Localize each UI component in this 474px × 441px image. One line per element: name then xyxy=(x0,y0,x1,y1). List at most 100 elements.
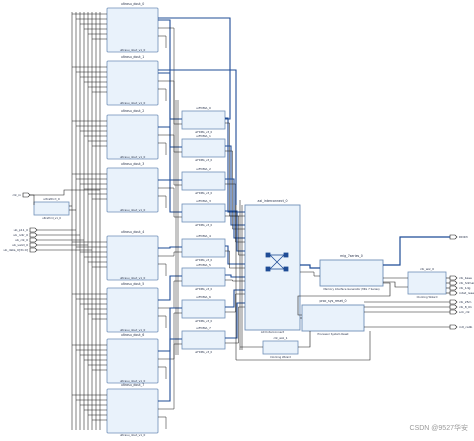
port-clk-base[interactable]: clk_base xyxy=(449,275,472,281)
wire-dma-misc xyxy=(158,142,167,155)
block-ultrasu-dout-1[interactable]: ultrasu_dout_1 ultrasu_dout_v1_0 xyxy=(106,55,159,106)
block-title: mig_7series_0 xyxy=(340,254,363,258)
block-uifdma-7[interactable]: uiFDMA_7 uiFDMA_v3_0 xyxy=(181,326,226,354)
wire-dma-misc xyxy=(158,315,167,328)
block-ultrasu-dout-5[interactable]: ultrasu_dout_5 ultrasu_dout_v1_0 xyxy=(106,282,159,333)
block-title: clk_wiz_0 xyxy=(420,267,434,271)
port-clk-hdmain[interactable]: clk_hdmain xyxy=(449,280,474,286)
port-ddr3[interactable]: DDR3 xyxy=(449,234,468,240)
svg-text:clk_8_01: clk_8_01 xyxy=(459,305,472,309)
block-title: axi_interconnect_0 xyxy=(257,199,287,203)
block-clk-wiz-1[interactable]: clk_wiz_1 Clocking Wizard xyxy=(262,336,299,359)
wire-dma-misc xyxy=(158,366,167,379)
wire-clk-in xyxy=(30,189,100,196)
block-title: ultrasu_dout_1 xyxy=(121,55,145,59)
block-proc-sys-reset[interactable]: proc_sys_reset_0 Processor System Reset xyxy=(301,299,365,336)
block-ultrasu-dout-6[interactable]: ultrasu_dout_6 ultrasu_dout_v1_0 xyxy=(106,333,159,384)
block-caption: ultrathrd_v1_0 xyxy=(42,216,61,220)
block-caption: uiFDMA_v3_0 xyxy=(195,350,213,354)
port-clk-8-01[interactable]: clk_8_01 xyxy=(449,304,472,310)
block-caption: uiFDMA_v3_0 xyxy=(195,223,213,227)
port-rotat-resetn[interactable]: rotat_resetn xyxy=(449,290,474,296)
block-caption: ultrasu_dout_v1_0 xyxy=(120,208,146,212)
port-ub-clk[interactable]: ub_clk_0 xyxy=(15,237,38,243)
wire-dma-misc xyxy=(158,263,167,276)
block-ultrasu-dout-2[interactable]: ultrasu_dout_2 ultrasu_dout_v1_0 xyxy=(106,109,159,160)
bus-fifo-to-axi xyxy=(225,145,245,226)
block-mig-7series[interactable]: mig_7series_0 Memory Interface Generator… xyxy=(319,254,384,291)
bus-fifo-to-axi xyxy=(225,274,245,278)
block-ultrasu-dout-0[interactable]: ultrasu_dout_0 ultrasu_dout_v1_0 xyxy=(106,2,159,53)
block-ultrasu-dout-7[interactable]: ultrasu_dout_7 ultrasu_dout_v1_0 xyxy=(106,383,159,437)
svg-text:DDR3: DDR3 xyxy=(459,235,468,239)
block-caption: AXI Interconnect xyxy=(261,330,285,334)
block-caption: ultrasu_dout_v1_0 xyxy=(120,433,146,437)
block-uifdma-0[interactable]: uiFDMA_0 uiFDMA_v3_0 xyxy=(181,106,226,134)
svg-text:ub_valid_0: ub_valid_0 xyxy=(12,243,28,247)
wire-mig-to-clk xyxy=(383,281,408,288)
svg-text:ub_clk_0: ub_clk_0 xyxy=(15,238,28,242)
crossbar-icon xyxy=(265,252,289,272)
port-sck-clk[interactable]: sck_clk xyxy=(449,309,470,315)
block-caption: ultrasu_dout_v1_0 xyxy=(120,276,146,280)
bus-fifo-to-axi xyxy=(225,302,245,339)
block-ultrasu-dout-4[interactable]: ultrasu_dout_4 ultrasu_dout_v1_0 xyxy=(106,230,159,281)
block-uifdma-6[interactable]: uiFDMA_6 uiFDMA_v3_0 xyxy=(181,295,226,323)
block-title: clk_wiz_1 xyxy=(274,336,288,340)
block-title: ultrasu_dout_7 xyxy=(121,383,145,387)
port-clk-25m[interactable]: clk_25m xyxy=(449,299,472,305)
wire-mig-to-reset xyxy=(297,282,391,316)
svg-text:clk_base: clk_base xyxy=(459,276,472,280)
block-title: ultrasu_dout_6 xyxy=(121,333,145,337)
bus-long-route xyxy=(158,69,237,205)
wire-dma-misc xyxy=(158,195,167,208)
wire-clk-in xyxy=(30,194,35,205)
block-uifdma-3[interactable]: uiFDMA_3 uiFDMA_v3_0 xyxy=(181,199,226,227)
svg-text:init_calib: init_calib xyxy=(459,325,472,329)
watermark: CSDN @9527华安 xyxy=(409,425,468,432)
port-ub-valid[interactable]: ub_valid_0 xyxy=(12,242,38,248)
block-caption: Clocking Wizard xyxy=(417,295,438,299)
block-caption: Processor System Reset xyxy=(317,332,348,336)
wire-dma-to-fifo xyxy=(158,251,182,257)
bus-dma-to-fifo xyxy=(158,275,182,301)
bus-long-route xyxy=(158,17,231,120)
bus-mig-to-ddr xyxy=(383,236,450,266)
block-uifdma-4[interactable]: uiFDMA_4 uiFDMA_v3_0 xyxy=(181,234,226,262)
port-ub-ndir[interactable]: ub_ndir_0 xyxy=(13,232,38,238)
block-uifdma-1[interactable]: uiFDMA_1 uiFDMA_v3_0 xyxy=(181,134,226,162)
bus-fifo-to-axi xyxy=(225,178,245,239)
block-clk-wiz-0[interactable]: clk_wiz_0 Clocking Wizard xyxy=(407,267,447,299)
block-title: ultrasu_dout_0 xyxy=(121,2,145,6)
svg-text:ub_p11_0: ub_p11_0 xyxy=(14,228,29,232)
block-title: uiFDMA_6 xyxy=(196,295,211,299)
block-caption: Clocking Wizard xyxy=(270,355,291,359)
block-ultrathrd-0[interactable]: ultrathrd_0 ultrathrd_v1_0 xyxy=(33,197,70,220)
block-caption: ultrasu_dout_v1_0 xyxy=(120,328,146,332)
block-title: ultrasu_dout_4 xyxy=(121,230,145,234)
block-uifdma-5[interactable]: uiFDMA_5 uiFDMA_v3_0 xyxy=(181,263,226,291)
port-clk-1dg[interactable]: clk_1dg xyxy=(449,285,471,291)
svg-text:clk_in: clk_in xyxy=(13,193,22,197)
block-caption: Memory Interface Generator (MIG 7 Series… xyxy=(323,287,379,291)
block-ultrasu-dout-3[interactable]: ultrasu_dout_3 ultrasu_dout_v1_0 xyxy=(106,162,159,213)
block-title: ultrasu_dout_2 xyxy=(121,109,145,113)
block-axi-interconnect[interactable]: axi_interconnect_0 AXI Interconnect xyxy=(244,199,301,334)
block-caption: uiFDMA_v3_0 xyxy=(195,287,213,291)
port-init-calib[interactable]: init_calib xyxy=(449,324,472,330)
port-clk-in[interactable]: clk_in xyxy=(13,192,31,198)
svg-text:sck_clk: sck_clk xyxy=(459,310,470,314)
port-ub-data[interactable]: ub_data_0[31:0] xyxy=(3,247,38,253)
block-uifdma-2[interactable]: uiFDMA_2 uiFDMA_v3_0 xyxy=(181,167,226,195)
svg-text:ub_data_0[31:0]: ub_data_0[31:0] xyxy=(3,248,28,252)
block-title: uiFDMA_5 xyxy=(196,263,211,267)
block-caption: ultrasu_dout_v1_0 xyxy=(120,155,146,159)
wire-fifo-to-axi xyxy=(225,250,245,269)
block-caption: ultrasu_dout_v1_0 xyxy=(120,379,146,383)
svg-text:clk_1dg: clk_1dg xyxy=(459,286,471,290)
port-ub-p11[interactable]: ub_p11_0 xyxy=(14,227,38,233)
bus-dma-to-fifo xyxy=(158,246,182,249)
block-title: uiFDMA_2 xyxy=(196,167,211,171)
